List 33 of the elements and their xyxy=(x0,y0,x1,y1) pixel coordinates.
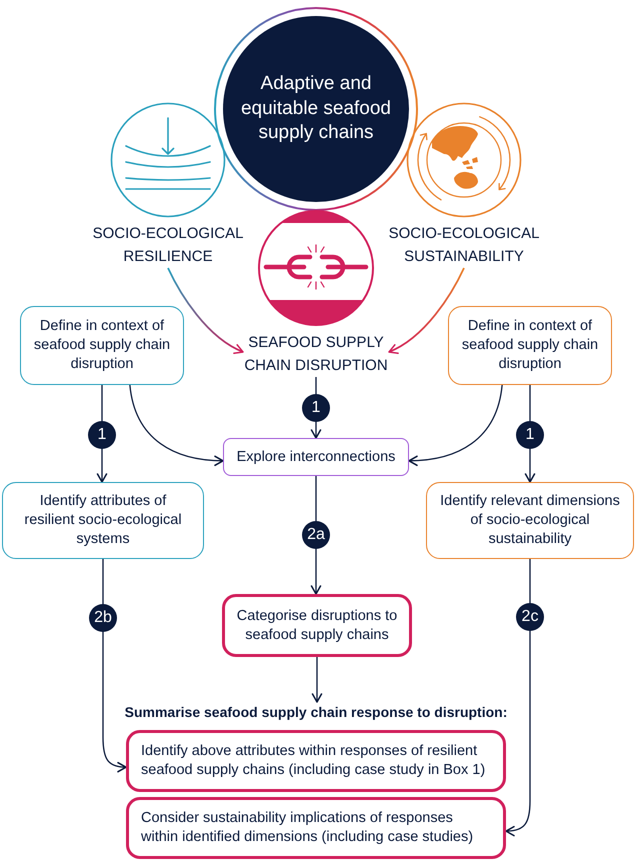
step-number: 2b xyxy=(89,604,117,632)
step-number: 1 xyxy=(302,394,330,422)
step-text: Define in context of seafood supply chain disruption xyxy=(32,317,172,374)
step-number: 2c xyxy=(516,603,544,632)
step-text: Consider sustainability implications of responses within identified dimensions (including case studies) xyxy=(141,809,474,847)
process-box xyxy=(20,306,184,385)
step-text: Categorise disruptions to seafood supply chains xyxy=(236,606,398,644)
curved-arrow xyxy=(388,268,465,354)
step-number: 1 xyxy=(516,421,544,450)
step-number: 2a xyxy=(302,521,330,549)
curved-arrow xyxy=(505,559,531,836)
curved-arrow xyxy=(408,384,503,466)
step-text: Identify above attributes within responses of resilient seafood supply chains (including case study in Box 1) xyxy=(141,742,486,780)
process-box xyxy=(126,797,506,859)
curved-arrow xyxy=(167,268,244,354)
process-box xyxy=(448,306,612,385)
concept-label: SOCIO-ECOLOGICAL RESILIENCE xyxy=(92,224,244,267)
step-text: Identify relevant dimensions of socio-ecological sustainability xyxy=(439,492,621,549)
step-text: Define in context of seafood supply chain disruption xyxy=(460,317,600,374)
step-number: 1 xyxy=(88,421,116,450)
goal-text: Adaptive and equitable seafood supply chains xyxy=(240,72,392,146)
process-box xyxy=(222,594,412,657)
concept-label: SOCIO-ECOLOGICAL SUSTAINABILITY xyxy=(388,224,540,267)
process-box xyxy=(126,730,506,792)
step-text: Identify attributes of resilient socio-ecological systems xyxy=(23,492,183,549)
curved-arrow xyxy=(129,384,224,466)
section-heading: Summarise seafood supply chain response to disruption: xyxy=(124,702,508,722)
concept-label: SEAFOOD SUPPLY CHAIN DISRUPTION xyxy=(243,333,389,376)
process-box xyxy=(223,438,409,476)
process-box xyxy=(426,482,634,559)
arrow xyxy=(312,657,322,703)
process-box xyxy=(2,482,204,559)
step-text: Explore interconnections xyxy=(236,448,396,466)
